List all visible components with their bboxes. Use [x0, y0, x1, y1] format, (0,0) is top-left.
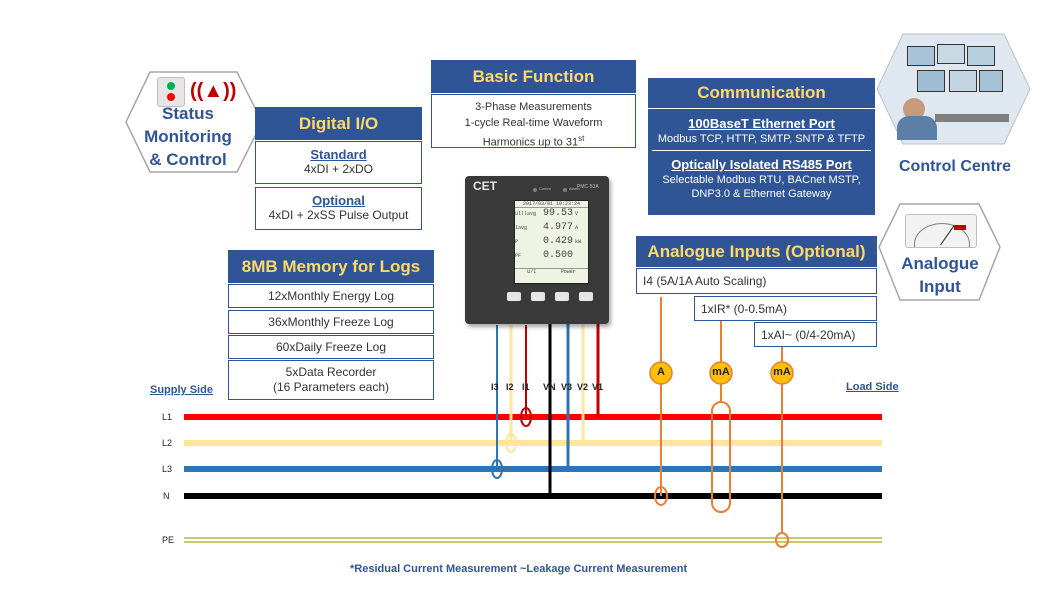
sensor-ma1-label: mA	[712, 366, 730, 378]
communication-box: 100BaseT Ethernet Port Modbus TCP, HTTP,…	[648, 109, 875, 215]
line-label-n: N	[163, 491, 170, 501]
analogue-row1: I4 (5A/1A Auto Scaling)	[636, 268, 877, 294]
meter-footer-right: Power	[560, 269, 576, 275]
meter-screen: 2017/03/01 10:23:24 Ulllavg 99.53 V Iavg…	[514, 200, 589, 284]
meter-button-4[interactable]	[579, 292, 593, 301]
optional-value: 4xDI + 2xSS Pulse Output	[268, 208, 409, 222]
footnote: *Residual Current Measurement ~Leakage C…	[350, 563, 688, 575]
memory-item: 36xMonthly Freeze Log	[228, 310, 434, 334]
alarm-led	[563, 188, 567, 192]
comm-label: Comm	[539, 186, 551, 191]
meter-footer-left: U/I	[527, 269, 537, 275]
alarm-icon: ((▲))	[190, 80, 237, 102]
memory-item: 12xMonthly Energy Log	[228, 284, 434, 308]
meter-row-label: P	[515, 239, 519, 245]
load-side-label: Load Side	[846, 381, 899, 393]
supply-side-label: Supply Side	[150, 384, 213, 396]
basic-function-box: 3-Phase Measurements 1-cycle Real-time W…	[431, 94, 636, 149]
basic-line3: Harmonics up to 31st	[482, 134, 585, 149]
digital-io-header: Digital I/O	[255, 107, 422, 140]
line-label-l3: L3	[162, 464, 173, 474]
terminal-v1: V1	[592, 382, 604, 392]
status-line2: Monitoring	[144, 127, 232, 146]
power-meter: CET Comm Alarm PMC-53A 2017/03/01 10:23:…	[465, 176, 609, 324]
meter-row-value: 4.977	[542, 222, 573, 233]
optional-label: Optional	[312, 193, 365, 208]
alarm-label: Alarm	[569, 186, 580, 191]
terminal-i3: I3	[491, 382, 499, 392]
analogue-row3: 1xAI~ (0/4-20mA)	[754, 322, 877, 347]
basic-line2: 1-cycle Real-time Waveform	[464, 117, 603, 129]
line-label-l2: L2	[162, 438, 173, 448]
sensor-a-circle	[649, 361, 673, 385]
meter-button-1[interactable]	[507, 292, 521, 301]
analogue-row2: 1xIR* (0-0.5mA)	[694, 296, 877, 321]
line-label-l1: L1	[162, 412, 173, 422]
standard-value: 4xDI + 2xDO	[303, 162, 374, 176]
memory-header: 8MB Memory for Logs	[228, 250, 434, 283]
terminal-labels: I3 I2 I1 VN V3 V2 V1	[0, 382, 1060, 396]
control-centre-label: Control Centre	[899, 158, 1011, 175]
meter-model: PMC-53A	[577, 184, 599, 190]
ct-i1	[520, 407, 532, 427]
meter-row-unit: A	[575, 225, 579, 231]
recorder-line1: 5xData Recorder	[285, 365, 377, 379]
ct-i2	[505, 433, 517, 453]
meter-button-3[interactable]	[555, 292, 569, 301]
ct-ai	[775, 532, 789, 548]
standard-label: Standard	[310, 147, 367, 162]
status-line3: & Control	[149, 150, 227, 169]
digital-io-standard: Standard 4xDI + 2xDO	[255, 141, 422, 184]
meter-row-unit: kW	[575, 239, 582, 245]
meter-row-label: Iavg	[515, 225, 528, 231]
analogue-gauge-icon	[905, 214, 977, 248]
ct-i3	[491, 459, 503, 479]
terminal-vn: VN	[543, 382, 556, 392]
meter-date: 2017/03/01 10:23:24	[515, 201, 588, 208]
sensor-a-label: A	[657, 366, 665, 378]
rs485-title: Optically Isolated RS485 Port	[671, 157, 852, 172]
basic-line1: 3-Phase Measurements	[475, 101, 592, 113]
meter-row-value: 0.500	[542, 250, 573, 261]
recorder-line2: (16 Parameters each)	[272, 380, 390, 394]
rs485-line2: DNP3.0 & Ethernet Gateway	[691, 188, 832, 200]
rs485-line1: Selectable Modbus RTU, BACnet MSTP,	[662, 174, 861, 186]
control-centre-image	[895, 40, 1015, 140]
basic-function-header: Basic Function	[431, 60, 636, 93]
communication-header: Communication	[648, 78, 875, 108]
terminal-i2: I2	[506, 382, 514, 392]
sensor-ma2-circle	[770, 361, 794, 385]
memory-item: 60xDaily Freeze Log	[228, 335, 434, 359]
analogue-input-line2: Input	[919, 277, 961, 296]
ethernet-desc: Modbus TCP, HTTP, SMTP, SNTP & TFTP	[657, 133, 866, 145]
sensor-ma1-circle	[709, 361, 733, 385]
line-label-pe: PE	[162, 535, 175, 545]
terminal-v3: V3	[561, 382, 573, 392]
status-line1: Status	[162, 104, 214, 123]
memory-recorder: 5xData Recorder (16 Parameters each)	[228, 360, 434, 400]
ct-i4	[654, 486, 668, 506]
meter-button-2[interactable]	[531, 292, 545, 301]
analogue-header: Analogue Inputs (Optional)	[636, 236, 877, 267]
meter-row-unit: V	[575, 211, 579, 217]
ethernet-title: 100BaseT Ethernet Port	[688, 116, 835, 131]
ct-ir	[711, 401, 731, 513]
analogue-input-line1: Analogue	[901, 254, 979, 273]
terminal-v2: V2	[577, 382, 589, 392]
meter-row-label: Ulllavg	[515, 211, 537, 217]
digital-io-optional: Optional 4xDI + 2xSS Pulse Output	[255, 187, 422, 230]
meter-row-value: 0.429	[542, 236, 573, 247]
meter-row-value: 99.53	[542, 208, 573, 219]
terminal-i1: I1	[522, 382, 530, 392]
status-icon	[157, 77, 185, 107]
meter-row-label: PF	[515, 253, 522, 259]
meter-brand: CET	[473, 179, 497, 193]
comm-led	[533, 188, 537, 192]
sensor-ma2-label: mA	[773, 366, 791, 378]
